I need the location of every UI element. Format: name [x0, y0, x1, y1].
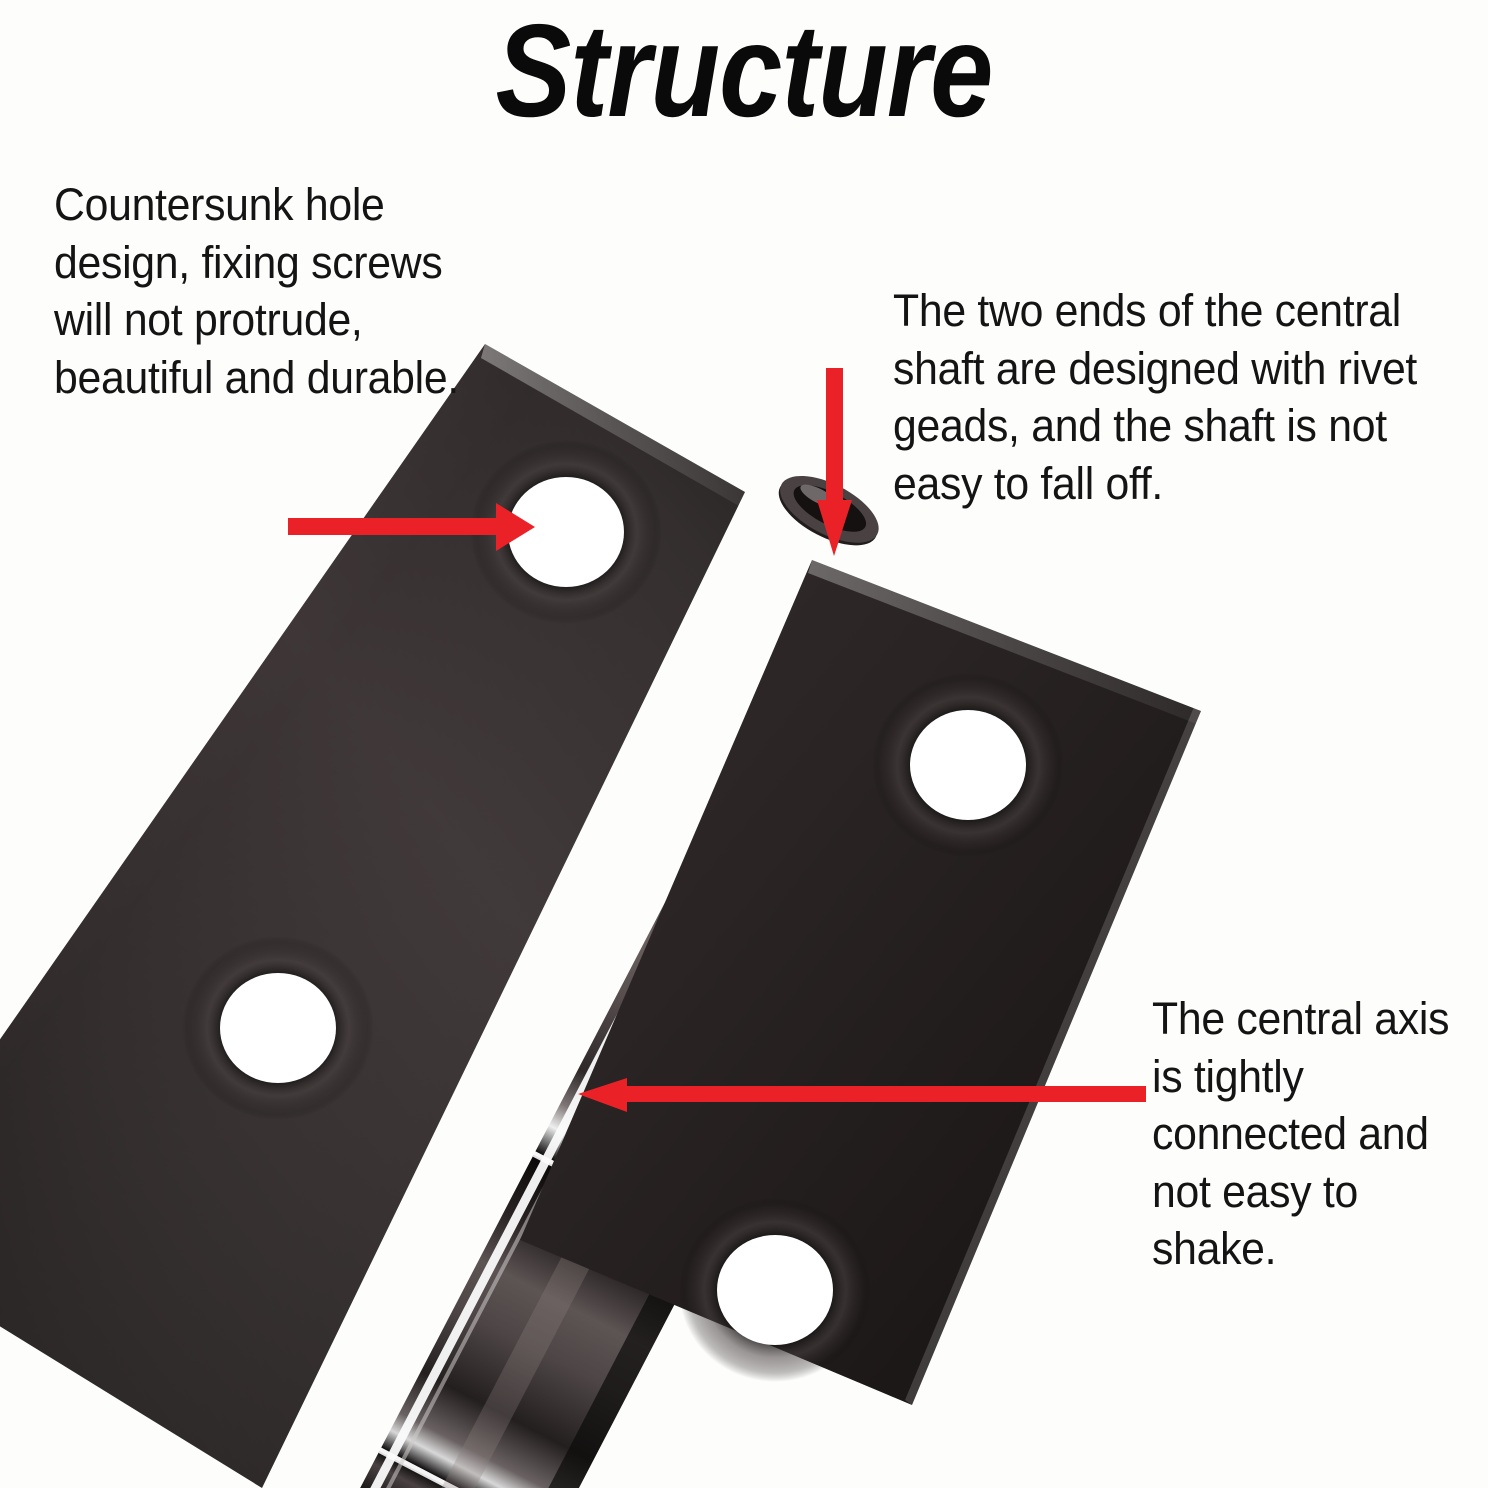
callout-countersunk-hole: Countersunk hole design, fixing screws w… — [54, 179, 459, 403]
shaft-rivet-head — [778, 475, 879, 546]
hinge-left-leaf — [0, 336, 745, 1488]
countersunk-hole — [182, 936, 374, 1120]
callout-rivet-heads: The two ends of the central shaft are de… — [893, 285, 1418, 509]
countersunk-hole — [470, 440, 662, 624]
countersunk-hole — [679, 1198, 871, 1382]
hinge-right-leaf — [520, 560, 1201, 1405]
countersunk-hole — [872, 673, 1064, 857]
callout-central-axis: The central axis is tightly connected an… — [1152, 993, 1450, 1275]
page-title: Structure — [495, 0, 994, 144]
